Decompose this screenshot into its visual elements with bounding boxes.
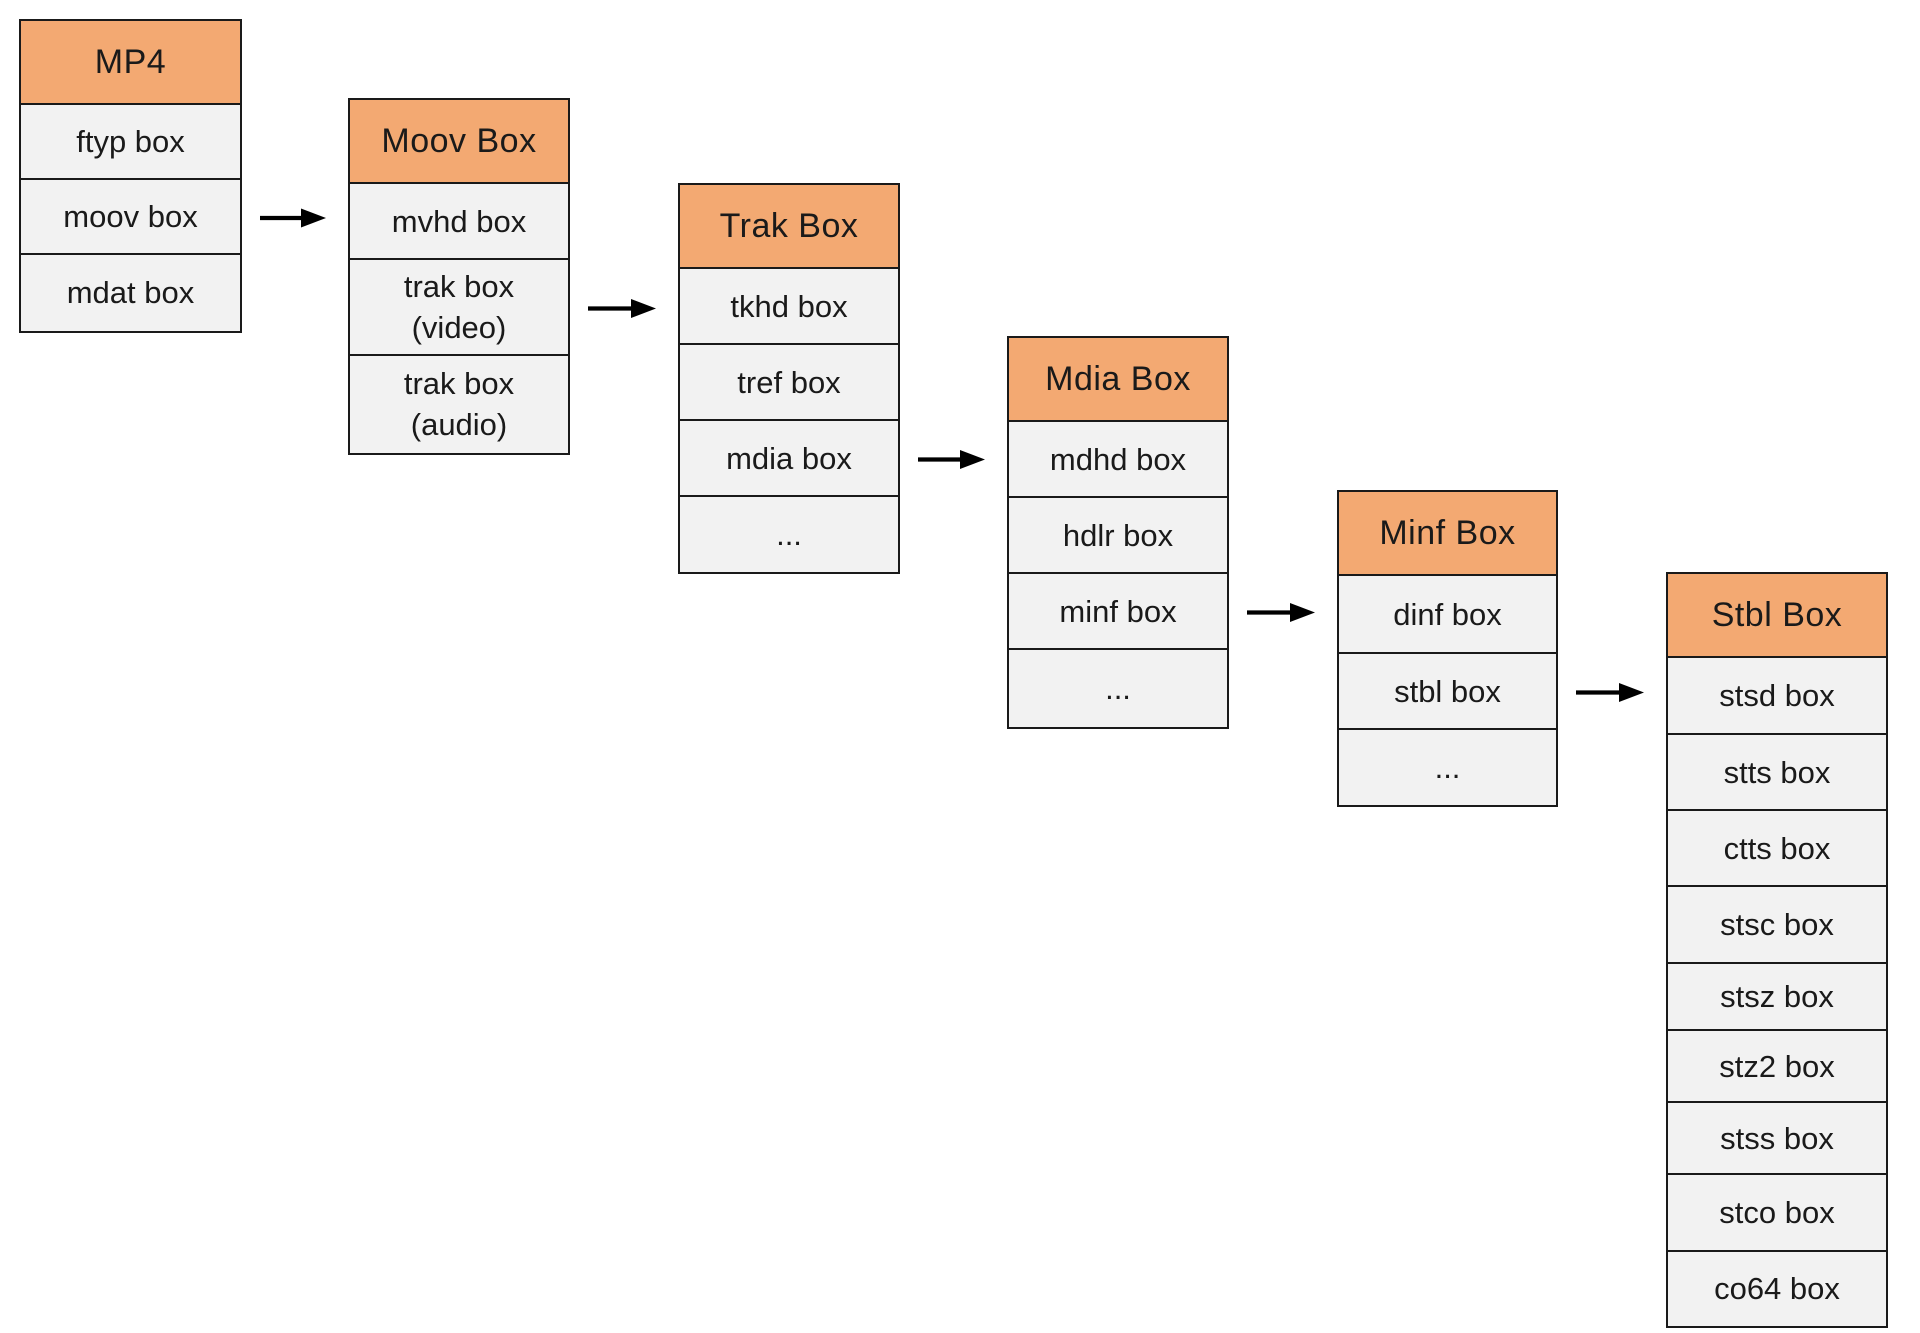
row-hdlr-box: hdlr box [1009, 498, 1227, 574]
table-moov-box-title: Moov Box [350, 100, 568, 184]
row-label: ... [1434, 749, 1461, 785]
table-moov-box: Moov Box mvhd box trak box (video) trak box (… [348, 98, 570, 455]
row-ctts-box: ctts box [1668, 811, 1886, 887]
table-minf-box-title: Minf Box [1339, 492, 1556, 576]
row-label: minf box [1059, 593, 1177, 629]
row-trak-box-video: trak box (video) [350, 260, 568, 356]
table-trak-box: Trak Box tkhd box tref box mdia box... [678, 183, 900, 574]
row-label: stbl box [1394, 673, 1501, 709]
row-label: stts box [1723, 754, 1831, 790]
arrowhead-icon [1619, 683, 1644, 702]
table-stbl-box-title: Stbl Box [1668, 574, 1886, 658]
row-label: mdhd box [1049, 441, 1187, 477]
arrow-mdia-box-to-minf-box [1247, 603, 1315, 622]
table-trak-box-title: Trak Box [680, 185, 898, 269]
table-mdia-box-title: Mdia Box [1009, 338, 1227, 422]
row-minf-box: minf box [1009, 574, 1227, 650]
row-label: stsz box [1720, 979, 1834, 1014]
row-stsd-box: stsd box [1668, 658, 1886, 735]
table-mp4: MP4 ftyp box moov box mdat box [19, 19, 242, 333]
row-label: hdlr box [1062, 517, 1174, 553]
row-mvhd-box: mvhd box [350, 184, 568, 260]
row-ellipsis: ... [1009, 650, 1227, 726]
row-mdat-box: mdat box [21, 255, 240, 330]
row-label: stss box [1720, 1120, 1834, 1156]
row-label: co64 box [1714, 1271, 1840, 1306]
row-mdia-box: mdia box [680, 421, 898, 497]
row-stbl-box: stbl box [1339, 654, 1556, 730]
row-label: mdat box [66, 275, 195, 310]
row-label: ... [1105, 670, 1131, 706]
row-label: stsd box [1719, 678, 1835, 713]
row-label: ... [776, 516, 802, 552]
arrowhead-icon [631, 299, 656, 318]
row-label: mdia box [726, 440, 852, 476]
arrow-mp4-to-moov-box [260, 208, 326, 228]
row-label: (audio) [410, 407, 508, 442]
row-label: tkhd box [730, 288, 848, 324]
row-ellipsis: ... [1339, 730, 1556, 804]
row-stsc-box: stsc box [1668, 887, 1886, 964]
arrowhead-icon [301, 208, 326, 228]
arrow-minf-box-to-stbl-box [1576, 683, 1644, 702]
row-stts-box: stts box [1668, 735, 1886, 811]
table-stbl-box: Stbl Box stsd box stts box ctts box stsc box… [1666, 572, 1888, 1328]
arrow-trak-box-to-mdia-box [918, 450, 985, 469]
row-label: moov box [63, 199, 198, 234]
row-label: (video) [411, 310, 507, 345]
row-label: stco box [1719, 1195, 1835, 1230]
row-label: tref box [737, 364, 841, 400]
row-moov-box: moov box [21, 180, 240, 255]
row-label: trak box [403, 269, 515, 304]
row-label: ctts box [1723, 830, 1831, 866]
row-stss-box: stss box [1668, 1103, 1886, 1175]
row-stco-box: stco box [1668, 1175, 1886, 1252]
row-mdhd-box: mdhd box [1009, 422, 1227, 498]
table-mp4-title: MP4 [21, 21, 240, 105]
row-label: stz2 box [1719, 1048, 1835, 1084]
row-label: stsc box [1720, 907, 1834, 942]
row-label: ftyp box [76, 124, 185, 159]
row-stz2-box: stz2 box [1668, 1031, 1886, 1103]
arrowhead-icon [960, 450, 985, 469]
row-co64-box: co64 box [1668, 1252, 1886, 1325]
row-label: dinf box [1393, 596, 1502, 632]
row-trak-box-audio: trak box (audio) [350, 356, 568, 452]
arrow-moov-box-to-trak-box [588, 299, 656, 318]
row-dinf-box: dinf box [1339, 576, 1556, 654]
arrowhead-icon [1290, 603, 1315, 622]
row-stsz-box: stsz box [1668, 964, 1886, 1031]
row-tkhd-box: tkhd box [680, 269, 898, 345]
table-mdia-box: Mdia Box mdhd box hdlr box minf box... [1007, 336, 1229, 729]
row-label: mvhd box [391, 203, 527, 239]
row-label: trak box [403, 366, 515, 401]
row-tref-box: tref box [680, 345, 898, 421]
row-ellipsis: ... [680, 497, 898, 571]
row-ftyp-box: ftyp box [21, 105, 240, 180]
table-minf-box: Minf Box dinf box stbl box... [1337, 490, 1558, 807]
